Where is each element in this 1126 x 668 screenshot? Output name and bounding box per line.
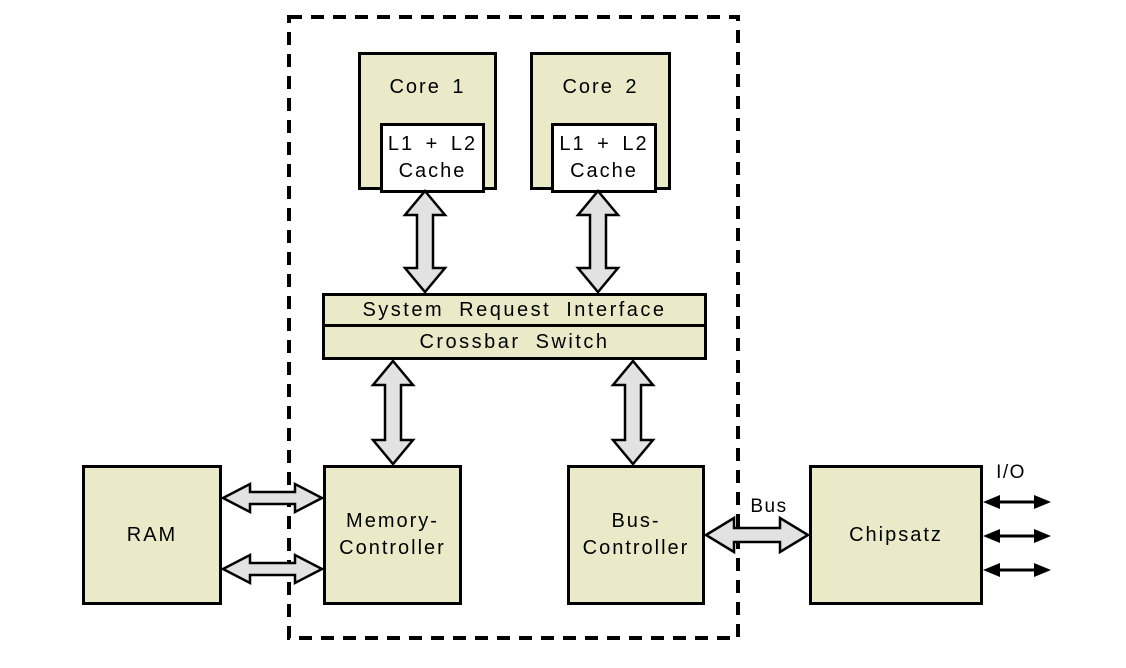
node-cache1: L1 + L2 Cache bbox=[380, 123, 485, 193]
ram-label: RAM bbox=[126, 523, 178, 546]
node-ram: RAM bbox=[82, 465, 222, 605]
io-arrow-3 bbox=[983, 563, 1051, 577]
node-core1: Core 1 L1 + L2 Cache bbox=[358, 52, 497, 193]
bus-edge-label: Bus bbox=[750, 496, 788, 517]
node-system-request-interface: System Request Interface bbox=[322, 293, 707, 327]
node-chipset: Chipsatz bbox=[809, 465, 983, 605]
node-crossbar-switch: Crossbar Switch bbox=[322, 324, 707, 360]
node-cache2: L1 + L2 Cache bbox=[551, 123, 657, 193]
io-arrow-1 bbox=[983, 495, 1051, 509]
node-core2-label: Core 2 bbox=[562, 75, 639, 98]
cache1-line1: L1 + L2 bbox=[387, 133, 478, 155]
arrow-core1-sri bbox=[402, 189, 448, 294]
chipset-label: Chipsatz bbox=[849, 523, 943, 546]
arrow-crossbar-memory-controller bbox=[370, 359, 416, 466]
cache2-line1: L1 + L2 bbox=[559, 133, 649, 155]
arrow-ram-memory-controller-2 bbox=[220, 552, 325, 586]
bus-controller-line1: Bus- bbox=[611, 510, 661, 532]
memory-controller-line2: Controller bbox=[339, 537, 446, 559]
arrow-bus-controller-chipset bbox=[703, 515, 811, 555]
cache1-line2: Cache bbox=[398, 160, 467, 182]
sri-label: System Request Interface bbox=[362, 298, 667, 321]
memory-controller-line1: Memory- bbox=[346, 510, 439, 532]
io-arrow-2 bbox=[983, 529, 1051, 543]
node-memory-controller: Memory- Controller bbox=[323, 465, 462, 605]
arrow-crossbar-bus-controller bbox=[610, 359, 656, 466]
cache2-line2: Cache bbox=[570, 160, 638, 182]
bus-controller-line2: Controller bbox=[582, 537, 690, 559]
node-core1-label: Core 1 bbox=[389, 75, 466, 98]
crossbar-label: Crossbar Switch bbox=[419, 330, 610, 353]
arrow-core2-sri bbox=[575, 189, 621, 294]
node-core2: Core 2 L1 + L2 Cache bbox=[530, 52, 671, 193]
arrow-ram-memory-controller-1 bbox=[220, 481, 325, 515]
node-bus-controller: Bus- Controller bbox=[567, 465, 705, 605]
io-edge-label: I/O bbox=[996, 462, 1026, 483]
